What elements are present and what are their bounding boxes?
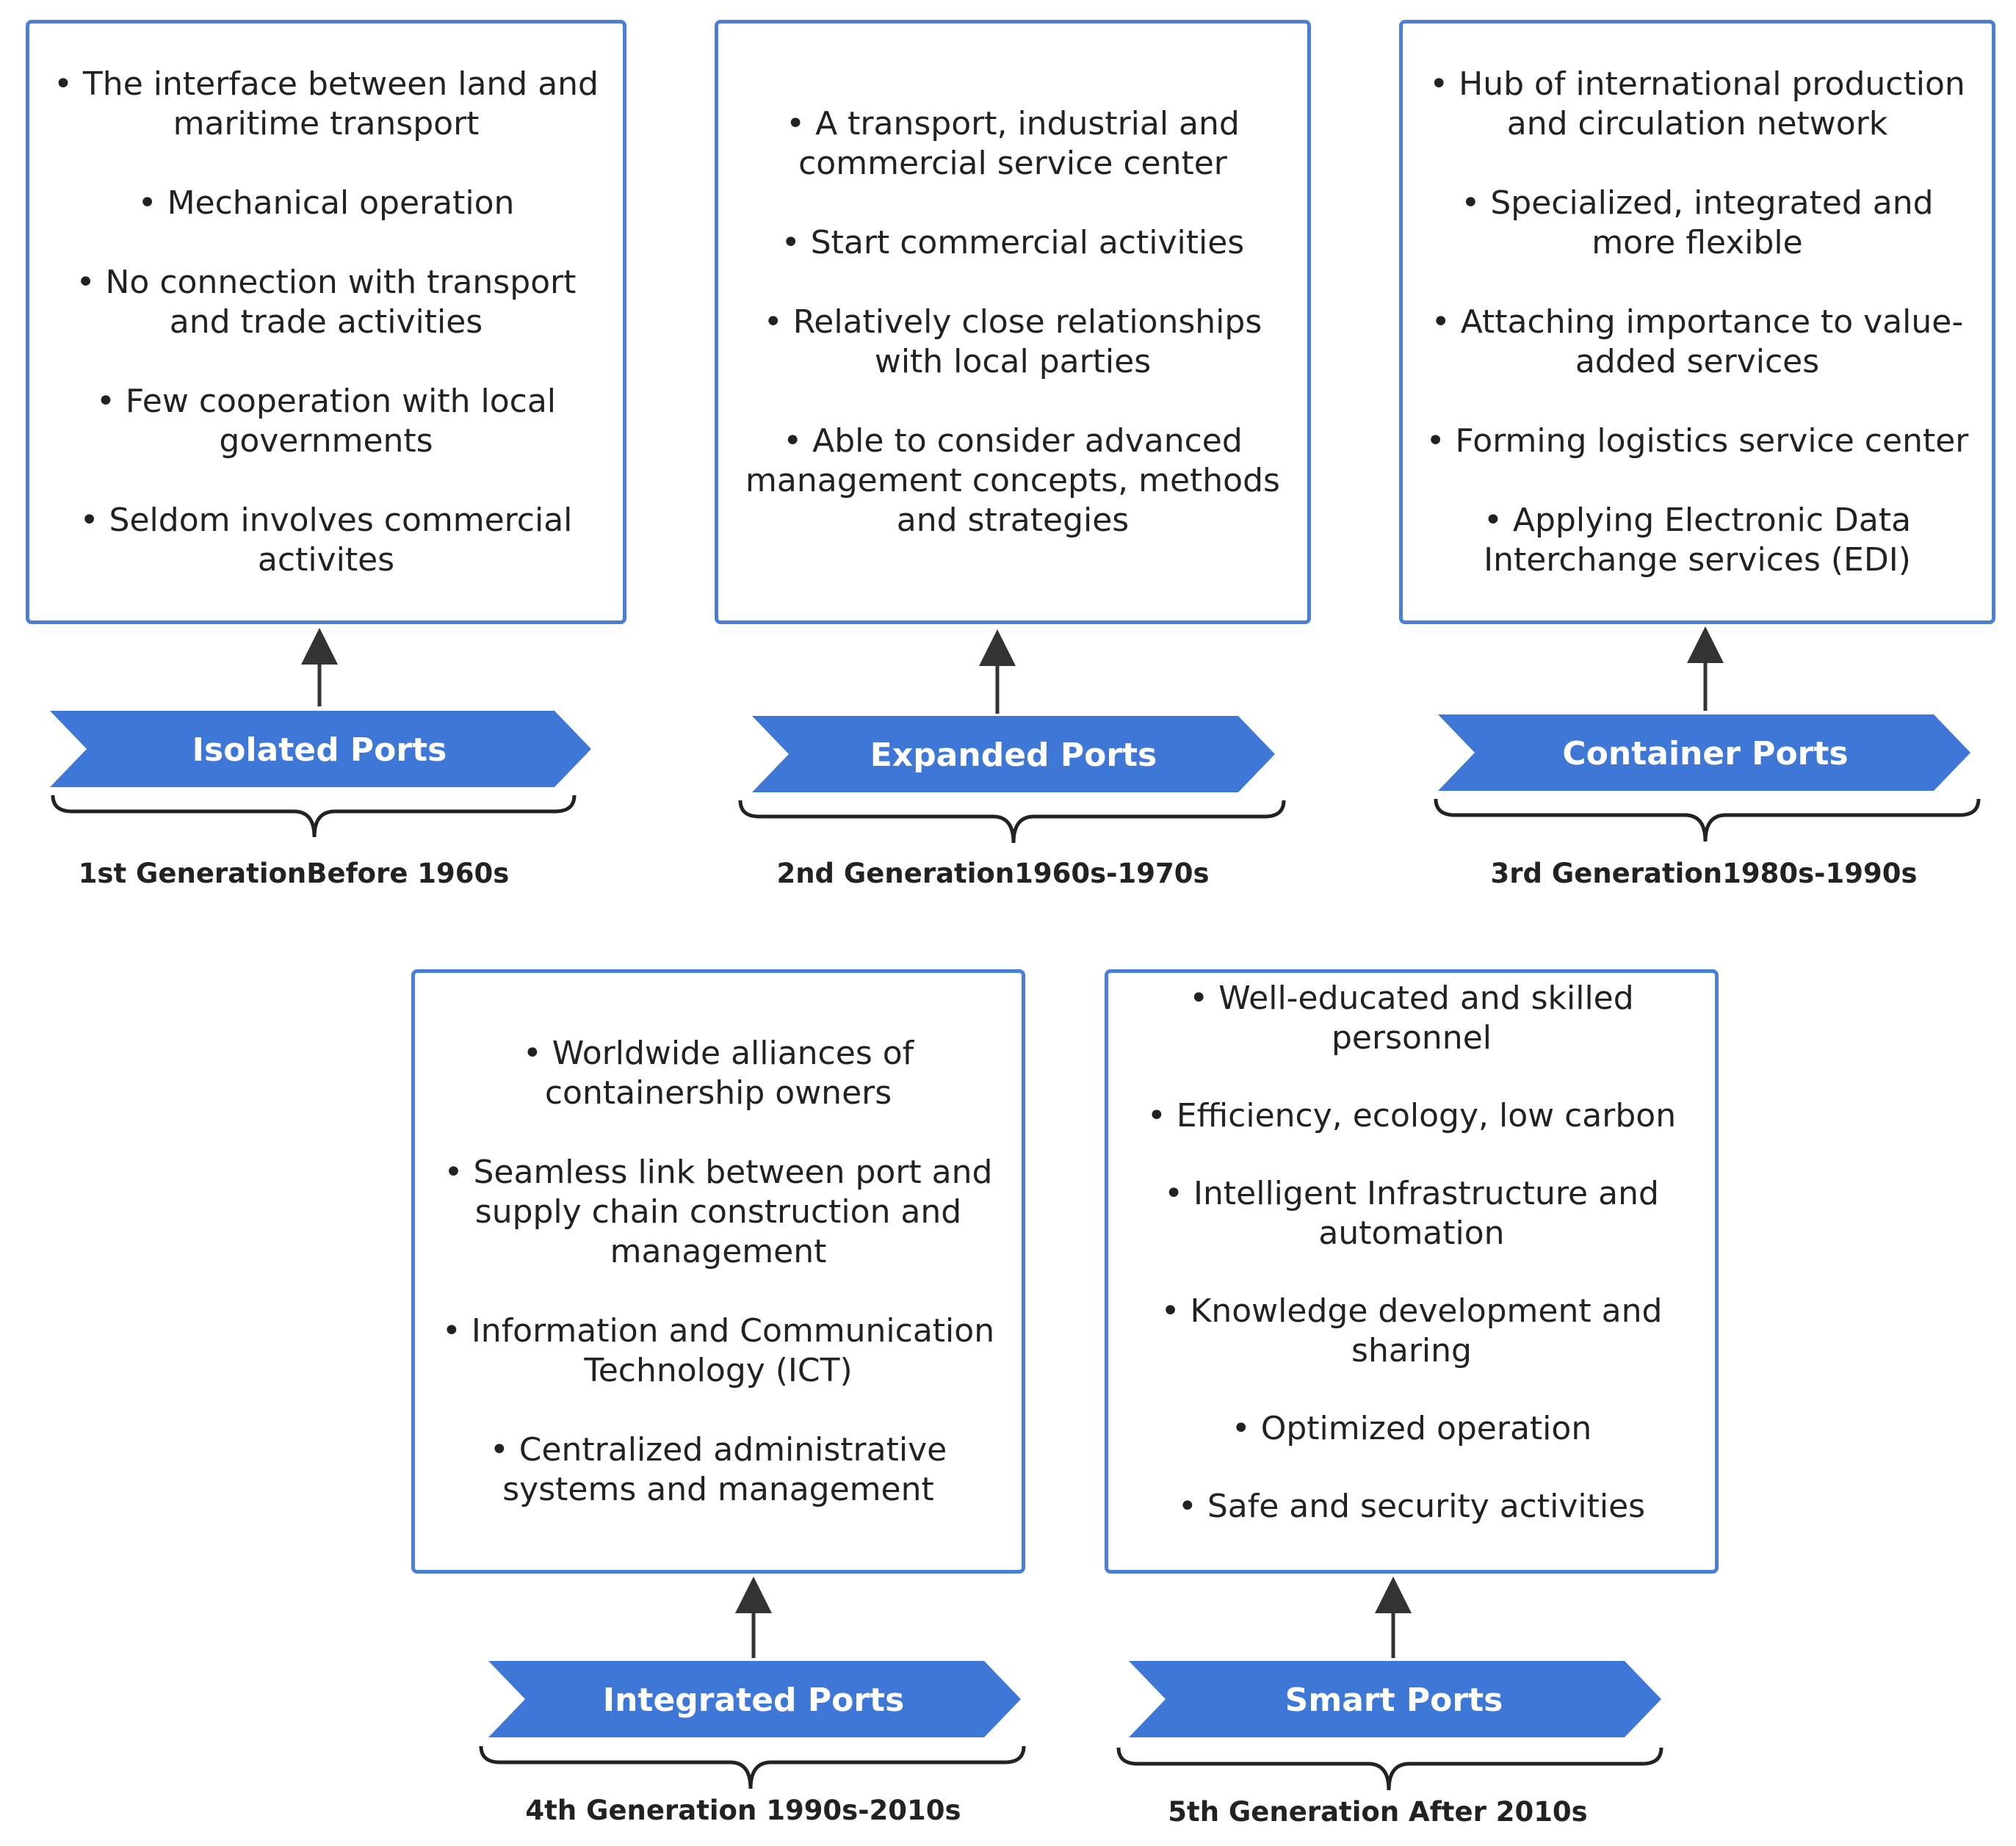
feature-list-gen3: • Hub of international production and ci…	[1425, 65, 1970, 580]
feature-item: • Knowledge development and sharing	[1160, 1292, 1663, 1369]
feature-item: • Worldwide alliances of containership o…	[522, 1034, 914, 1112]
feature-list-gen2: • A transport, industrial and commercial…	[740, 104, 1285, 540]
feature-item: • The interface between land and maritim…	[53, 65, 599, 142]
chevron-isolated-ports	[50, 711, 591, 787]
feature-item: • Safe and security activities	[1177, 1487, 1646, 1525]
chevron-expanded-ports	[752, 716, 1275, 792]
generation-label: 5th Generation After 2010s	[1168, 1796, 1587, 1828]
feature-item: • Seldom involves commercial activites	[79, 501, 573, 579]
brace-icon	[1434, 798, 1981, 842]
generation-label: 4th Generation 1990s-2010s	[525, 1795, 961, 1826]
feature-item: • Start commercial activities	[781, 223, 1245, 261]
feature-list-gen4: • Worldwide alliances of containership o…	[437, 1034, 1000, 1510]
generation-4: Integrated Ports 4th Generation 1990s-20…	[479, 1577, 1026, 1826]
feature-item: • Able to consider advanced management c…	[745, 421, 1280, 539]
feature-item: • Well-educated and skilled personnel	[1189, 979, 1634, 1057]
generation-1: Isolated Ports 1st GenerationBefore 1960…	[50, 628, 591, 889]
generation-3: Container Ports 3rd Generation1980s-1990…	[1434, 626, 1981, 889]
brace-icon	[479, 1745, 1026, 1789]
features-box-gen5: • Well-educated and skilled personnel • …	[1105, 969, 1719, 1574]
feature-item: • Optimized operation	[1231, 1409, 1592, 1447]
generation-2: Expanded Ports 2nd Generation1960s-1970s	[738, 629, 1286, 889]
chevron-label: Integrated Ports	[603, 1682, 905, 1719]
generation-label: 1st GenerationBefore 1960s	[79, 858, 510, 889]
feature-item: • Applying Electronic Data Interchange s…	[1483, 501, 1912, 579]
brace-icon	[1116, 1747, 1663, 1791]
feature-list-gen1: • The interface between land and maritim…	[51, 65, 601, 580]
chevron-label: Expanded Ports	[870, 736, 1157, 774]
chevron-label: Isolated Ports	[192, 731, 447, 769]
chevron-label: Container Ports	[1562, 735, 1848, 772]
feature-item: • A transport, industrial and commercial…	[786, 104, 1240, 182]
feature-item: • No connection with transport and trade…	[76, 263, 577, 341]
feature-item: • Forming logistics service center	[1426, 421, 1969, 460]
chevron-integrated-ports	[488, 1661, 1021, 1737]
generation-label: 2nd Generation1960s-1970s	[776, 858, 1209, 889]
feature-item: • Few cooperation with local governments	[95, 382, 557, 460]
features-box-gen3: • Hub of international production and ci…	[1399, 20, 1995, 624]
feature-item: • Efficiency, ecology, low carbon	[1146, 1096, 1677, 1134]
feature-item: • Seamless link between port and supply …	[444, 1153, 993, 1270]
feature-item: • Hub of international production and ci…	[1429, 65, 1965, 142]
feature-item: • Intelligent Infrastructure and automat…	[1164, 1174, 1659, 1252]
generation-label: 3rd Generation1980s-1990s	[1491, 858, 1918, 889]
feature-item: • Relatively close relationships with lo…	[763, 303, 1262, 380]
features-box-gen2: • A transport, industrial and commercial…	[715, 20, 1311, 624]
brace-icon	[51, 794, 577, 838]
chevron-smart-ports	[1129, 1661, 1661, 1737]
brace-icon	[738, 800, 1286, 844]
generation-5: Smart Ports 5th Generation After 2010s	[1116, 1577, 1663, 1828]
chevron-container-ports	[1438, 714, 1970, 791]
feature-item: • Information and Communication Technolo…	[441, 1311, 995, 1389]
feature-list-gen5: • Well-educated and skilled personnel • …	[1130, 979, 1693, 1565]
chevron-label: Smart Ports	[1285, 1682, 1503, 1719]
features-box-gen4: • Worldwide alliances of containership o…	[411, 969, 1025, 1574]
feature-item: • Centralized administrative systems and…	[489, 1430, 947, 1508]
features-box-gen1: • The interface between land and maritim…	[26, 20, 626, 624]
feature-item: • Attaching importance to value-added se…	[1431, 303, 1964, 380]
feature-item: • Mechanical operation	[137, 184, 515, 222]
feature-item: • Specialized, integrated and more flexi…	[1461, 184, 1934, 261]
